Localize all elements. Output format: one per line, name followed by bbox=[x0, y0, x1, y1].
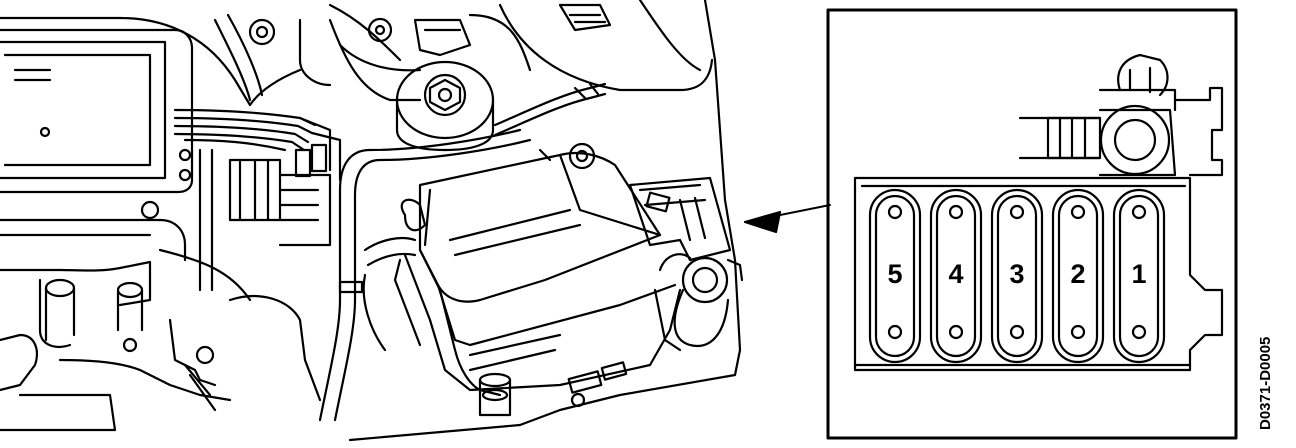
fuse-block bbox=[853, 176, 1224, 372]
figure-code: D0371-D0005 bbox=[1257, 336, 1274, 430]
inset-frame bbox=[826, 8, 1238, 440]
hoses bbox=[318, 82, 607, 422]
fuse-box-location bbox=[628, 176, 732, 262]
fuse-2 bbox=[1051, 188, 1105, 364]
air-filter-box bbox=[0, 28, 194, 262]
engine-compartment bbox=[0, 0, 744, 442]
upper-pipes bbox=[213, 0, 714, 102]
ignition-wires bbox=[173, 108, 342, 292]
washer-reservoir bbox=[653, 253, 744, 352]
fuse-3 bbox=[990, 188, 1044, 364]
battery-top bbox=[418, 151, 662, 303]
inset-detail bbox=[826, 8, 1238, 440]
fuse-label-3: 3 bbox=[1009, 259, 1024, 289]
intake-manifold bbox=[0, 248, 322, 432]
fuse-label-2: 2 bbox=[1070, 259, 1085, 289]
fuse-5 bbox=[868, 188, 922, 364]
fuse-1 bbox=[1112, 188, 1166, 364]
fluid-reservoir bbox=[395, 60, 495, 152]
relay-connector bbox=[1018, 53, 1224, 177]
fuse-label-5: 5 bbox=[887, 259, 902, 289]
fuse-label-4: 4 bbox=[948, 259, 963, 289]
fuse-label-1: 1 bbox=[1131, 259, 1146, 289]
callout-arrow bbox=[743, 204, 831, 234]
battery bbox=[393, 142, 682, 417]
fuse-4 bbox=[929, 188, 983, 364]
